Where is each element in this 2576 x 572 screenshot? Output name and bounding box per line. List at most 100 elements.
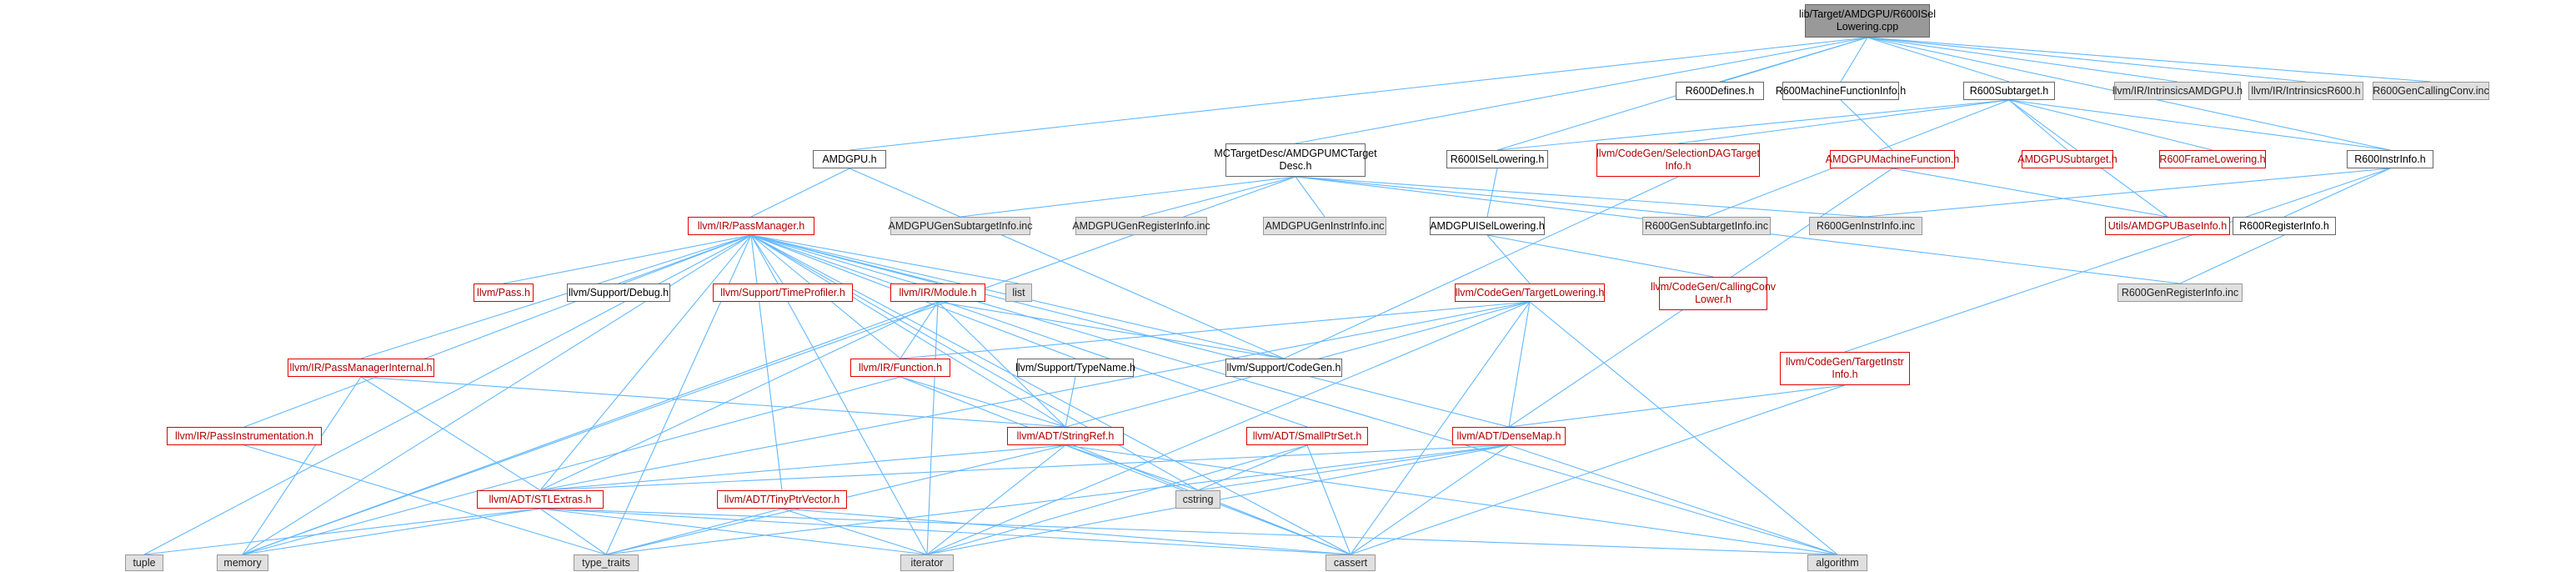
node-stl-extras[interactable]: llvm/ADT/STLExtras.h (477, 490, 604, 509)
node-amdgpu-gen-instr-info: AMDGPUGenInstrInfo.inc (1263, 217, 1386, 235)
edge-typename-to-stringref (1065, 376, 1076, 428)
edge-passmanager-to-timeprofiler (750, 234, 784, 284)
node-r600-subtarget[interactable]: R600Subtarget.h (1963, 82, 2055, 100)
edge-function-to-memory (242, 376, 901, 555)
node-list: list (1005, 283, 1032, 302)
node-target-instr-info[interactable]: llvm/CodeGen/TargetInstr Info.h (1780, 352, 1910, 385)
edge-module-to-memory (242, 301, 939, 555)
edge-passmanager-to-smallptrset (750, 234, 1308, 428)
edge-selectiondag-to-codegen (1283, 176, 1679, 359)
edge-module-to-function (900, 301, 939, 359)
node-tiny-ptr-vector[interactable]: llvm/ADT/TinyPtrVector.h (717, 490, 847, 509)
edge-passinstrumentation-to-type_traits (243, 444, 607, 555)
edge-passmanagerinternal-to-memory (242, 376, 362, 555)
edge-r600subtarget-to-r600instrinfo (2008, 99, 2391, 151)
edge-passmanager-to-passinstrumentation (243, 234, 752, 428)
edge-densemap-to-type_traits (605, 444, 1510, 555)
node-function[interactable]: llvm/IR/Function.h (850, 359, 950, 377)
edge-r600subtarget-to-amdgpusubtarget (2008, 99, 2068, 151)
node-pass[interactable]: llvm/Pass.h (474, 283, 534, 302)
edge-stlextras-to-iterator (539, 508, 928, 555)
node-dense-map[interactable]: llvm/ADT/DenseMap.h (1452, 427, 1566, 445)
node-iterator: iterator (900, 554, 954, 571)
edge-r600instrinfo-to-r600geninstrinfo (1865, 168, 2391, 218)
edge-stlextras-to-algorithm (539, 508, 1838, 555)
edge-targetlowering-to-densemap (1508, 301, 1531, 428)
edge-module-to-stlextras (539, 301, 939, 491)
edge-r600subtarget-to-selectiondag (1677, 99, 2010, 144)
node-selection-dag-target-info[interactable]: llvm/CodeGen/SelectionDAGTarget Info.h (1596, 143, 1760, 177)
node-target-lowering[interactable]: llvm/CodeGen/TargetLowering.h (1455, 283, 1605, 302)
node-module[interactable]: llvm/IR/Module.h (890, 283, 985, 302)
edge-module-to-codegen (937, 301, 1285, 359)
edge-amdgpuisellowering-to-targetlowering (1486, 234, 1531, 284)
edge-passmanager-to-passmanagerinternal (360, 234, 752, 359)
edge-function-to-stringref (900, 376, 1066, 428)
node-mc-target-desc[interactable]: MCTargetDesc/AMDGPUMCTarget Desc.h (1214, 143, 1377, 177)
edge-main-to-r600subtarget (1867, 37, 2010, 83)
node-string-ref[interactable]: llvm/ADT/StringRef.h (1007, 427, 1124, 445)
edge-stlextras-to-tuple (143, 508, 541, 555)
node-codegen[interactable]: llvm/Support/CodeGen.h (1225, 359, 1342, 377)
node-pass-instrumentation[interactable]: llvm/IR/PassInstrumentation.h (167, 427, 322, 445)
node-amdgpu-subtarget[interactable]: AMDGPUSubtarget.h (2017, 150, 2117, 168)
node-small-ptr-set[interactable]: llvm/ADT/SmallPtrSet.h (1246, 427, 1368, 445)
node-amdgpu-isel-lowering[interactable]: AMDGPUISelLowering.h (1430, 217, 1545, 235)
edge-stringref-to-stlextras (539, 444, 1066, 491)
edge-tinyptrvector-to-iterator (781, 508, 928, 555)
edge-mctargetdesc-to-r600geninstrinfo (1295, 176, 1867, 218)
edge-stringref-to-algorithm (1065, 444, 1838, 555)
node-amdgpu-machine-function[interactable]: AMDGPUMachineFunction.h (1826, 150, 1959, 168)
edge-densemap-to-algorithm (1508, 444, 1838, 555)
edge-passmanager-to-pass (503, 234, 752, 284)
node-calling-conv-lower[interactable]: llvm/CodeGen/CallingConv Lower.h (1651, 277, 1776, 310)
edge-passmanager-to-stringref (750, 234, 1066, 428)
node-r600-isel-lowering-h[interactable]: R600ISelLowering.h (1446, 150, 1548, 168)
edge-passmanager-to-cstring (750, 234, 1199, 491)
edge-passmanager-to-list (750, 234, 1020, 284)
node-r600-gen-register-info: R600GenRegisterInfo.inc (2117, 283, 2243, 302)
edge-densemap-to-cstring (1197, 444, 1510, 491)
node-r600-defines[interactable]: R600Defines.h (1676, 82, 1764, 100)
edge-r600subtarget-to-r600isellowering (1496, 99, 2010, 151)
edge-densemap-to-cassert (1350, 444, 1510, 555)
node-intrinsics-amdgpu: llvm/IR/IntrinsicsAMDGPU.h (2112, 82, 2243, 100)
node-main-file[interactable]: lib/Target/AMDGPU/R600ISel Lowering.cpp (1799, 4, 1936, 38)
node-r600-gen-subtarget-info: R600GenSubtargetInfo.inc (1642, 217, 1771, 235)
edge-stlextras-to-cassert (539, 508, 1351, 555)
edge-main-to-intrinsicsamdgpu (1867, 37, 2178, 83)
edge-stringref-to-iterator (926, 444, 1066, 555)
edge-targetinstrinfo-to-cassert (1350, 384, 1846, 555)
edge-tinyptrvector-to-cassert (781, 508, 1351, 555)
node-r600-instr-info[interactable]: R600InstrInfo.h (2347, 150, 2433, 168)
edge-r600isellowering-to-amdgpuisellowering (1486, 168, 1498, 218)
edge-targetlowering-to-iterator (926, 301, 1531, 555)
node-pass-manager-internal[interactable]: llvm/IR/PassManagerInternal.h (288, 359, 434, 377)
edge-targetlowering-to-stlextras (539, 301, 1531, 491)
node-time-profiler[interactable]: llvm/Support/TimeProfiler.h (713, 283, 853, 302)
node-debug[interactable]: llvm/Support/Debug.h (567, 283, 670, 302)
node-type-name[interactable]: llvm/Support/TypeName.h (1015, 359, 1135, 377)
edge-main-to-amdgpuh (849, 37, 1868, 151)
edge-targetinstrinfo-to-densemap (1508, 384, 1846, 428)
edge-passmanagerinternal-to-stringref (360, 376, 1066, 428)
node-pass-manager[interactable]: llvm/IR/PassManager.h (688, 217, 814, 235)
edge-tinyptrvector-to-type_traits (605, 508, 783, 555)
node-algorithm: algorithm (1807, 554, 1867, 571)
node-tuple: tuple (125, 554, 163, 571)
node-memory: memory (217, 554, 268, 571)
node-cstring: cstring (1175, 490, 1220, 509)
node-r600-gen-calling-conv: R600GenCallingConv.inc (2373, 82, 2489, 100)
node-amdgpu-base-info[interactable]: Utils/AMDGPUBaseInfo.h (2105, 217, 2230, 235)
edge-module-to-iterator (926, 301, 939, 555)
edge-passmanagerinternal-to-stlextras (360, 376, 541, 491)
edge-smallptrset-to-iterator (926, 444, 1308, 555)
edge-targetlowering-to-function (900, 301, 1531, 359)
node-amdgpu-h[interactable]: AMDGPU.h (813, 150, 886, 168)
node-r600-frame-lowering[interactable]: R600FrameLowering.h (2159, 150, 2266, 168)
edge-module-to-stringref (937, 301, 1066, 428)
node-r600-register-info[interactable]: R600RegisterInfo.h (2233, 217, 2336, 235)
edge-r600instrinfo-to-r600registerinfo (2283, 168, 2391, 218)
node-r600-machine-function-info[interactable]: R600MachineFunctionInfo.h (1776, 82, 1906, 100)
